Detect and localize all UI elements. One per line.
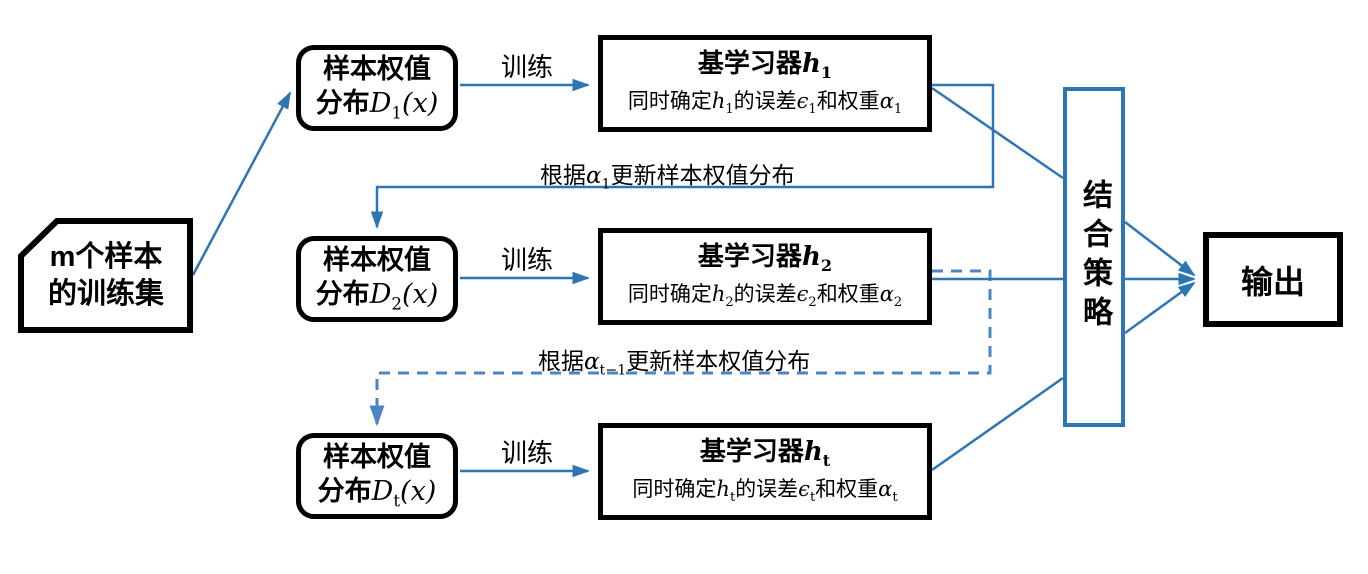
learner-t-title: 基学习器ht <box>699 436 831 471</box>
dist-box-t-line2: 分布Dt(x) <box>317 475 437 511</box>
dist-box-t: 样本权值 分布Dt(x) <box>296 433 458 519</box>
learner-2-title: 基学习器h2 <box>697 241 833 276</box>
training-set-line2: 的训练集 <box>47 278 164 310</box>
learner-1-title: 基学习器h1 <box>697 48 833 83</box>
learner-t-detail: 同时确定ht的误差ϵt和权重αt <box>632 477 898 506</box>
training-set-box-shape <box>18 218 193 333</box>
training-set-line1: m个样本 <box>49 240 163 273</box>
train-label-1: 训练 <box>500 52 553 82</box>
learner-box-1: 基学习器h1 同时确定h1的误差ϵ1和权重α1 <box>598 35 932 132</box>
line-h1-to-combine <box>931 86 1064 180</box>
line-ht-to-combine <box>931 376 1064 472</box>
feedback-label-1: 根据α1更新样本权值分布 <box>540 162 795 193</box>
dist-box-2-line2: 分布D2(x) <box>315 278 439 314</box>
dist-box-1-line1: 样本权值 <box>323 53 431 84</box>
dist-box-t-line1: 样本权值 <box>323 441 431 472</box>
output-label: 输出 <box>1240 263 1305 300</box>
arrow-trainset-to-d1 <box>191 91 292 276</box>
arrow-feedback-2 <box>369 269 992 427</box>
dist-box-1-line2: 分布D1(x) <box>315 87 439 123</box>
arrow-feedback-1 <box>370 83 995 230</box>
training-set-box: m个样本 的训练集 <box>18 218 194 334</box>
train-label-2: 训练 <box>500 245 553 275</box>
combine-strategy-box: 结合策略 <box>1063 87 1125 427</box>
arrow-combine-to-output-bottom <box>1124 281 1196 335</box>
feedback-label-2: 根据αt−1更新样本权值分布 <box>538 348 811 379</box>
dist-box-1: 样本权值 分布D1(x) <box>296 45 458 131</box>
output-box: 输出 <box>1203 232 1343 327</box>
learner-2-detail: 同时确定h2的误差ϵ2和权重α2 <box>627 282 903 311</box>
train-label-3: 训练 <box>500 438 553 468</box>
learner-1-detail: 同时确定h1的误差ϵ1和权重α1 <box>627 89 903 118</box>
learner-box-t: 基学习器ht 同时确定ht的误差ϵt和权重αt <box>598 423 932 520</box>
combine-strategy-label: 结合策略 <box>1078 179 1111 335</box>
dist-box-2: 样本权值 分布D2(x) <box>296 236 458 322</box>
learner-box-2: 基学习器h2 同时确定h2的误差ϵ2和权重α2 <box>598 228 932 325</box>
dist-box-2-line1: 样本权值 <box>323 244 431 275</box>
arrow-combine-to-output-top <box>1124 221 1196 277</box>
